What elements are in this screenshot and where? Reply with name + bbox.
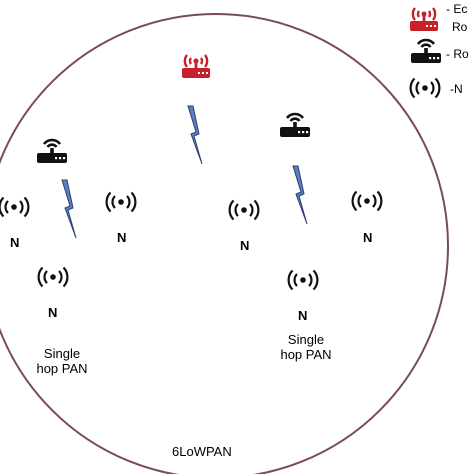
pan-label-line1: Single <box>287 332 325 347</box>
legend-router-text: - Ro <box>446 47 469 61</box>
network-label: 6LoWPAN <box>172 444 232 459</box>
pan-label-line2: hop PAN <box>280 347 332 362</box>
node-icon <box>0 196 30 218</box>
pan-boundary-circle <box>0 13 449 474</box>
pan-label-line2: hop PAN <box>36 361 88 376</box>
node-label: N <box>10 235 20 250</box>
legend-node-text: -N <box>450 82 463 96</box>
pan-label-right: Single hop PAN <box>280 332 331 362</box>
node-label: N <box>48 305 58 320</box>
node-label: N <box>117 230 127 245</box>
edge-link-icon <box>187 105 203 165</box>
node-icon <box>351 190 383 212</box>
edge-router-icon <box>180 53 212 80</box>
router-icon-right <box>278 112 312 139</box>
router-icon-left <box>35 138 69 165</box>
legend-edge-router-text: - Ec <box>446 2 468 16</box>
pan-label-left: Single hop PAN <box>36 346 87 376</box>
node-icon <box>287 269 319 291</box>
left-link-icon <box>61 179 77 239</box>
pan-label-line1: Single <box>43 346 81 361</box>
node-icon <box>37 266 69 288</box>
legend-router-icon <box>409 38 443 65</box>
right-link-icon <box>292 165 308 225</box>
node-label: N <box>298 308 308 323</box>
legend-node-icon <box>409 77 441 99</box>
legend-edge-router-icon <box>408 6 440 33</box>
node-label: N <box>363 230 373 245</box>
node-icon <box>228 199 260 221</box>
legend-edge-router-text-2: Ro <box>452 20 468 34</box>
node-label: N <box>240 238 250 253</box>
node-icon <box>105 191 137 213</box>
